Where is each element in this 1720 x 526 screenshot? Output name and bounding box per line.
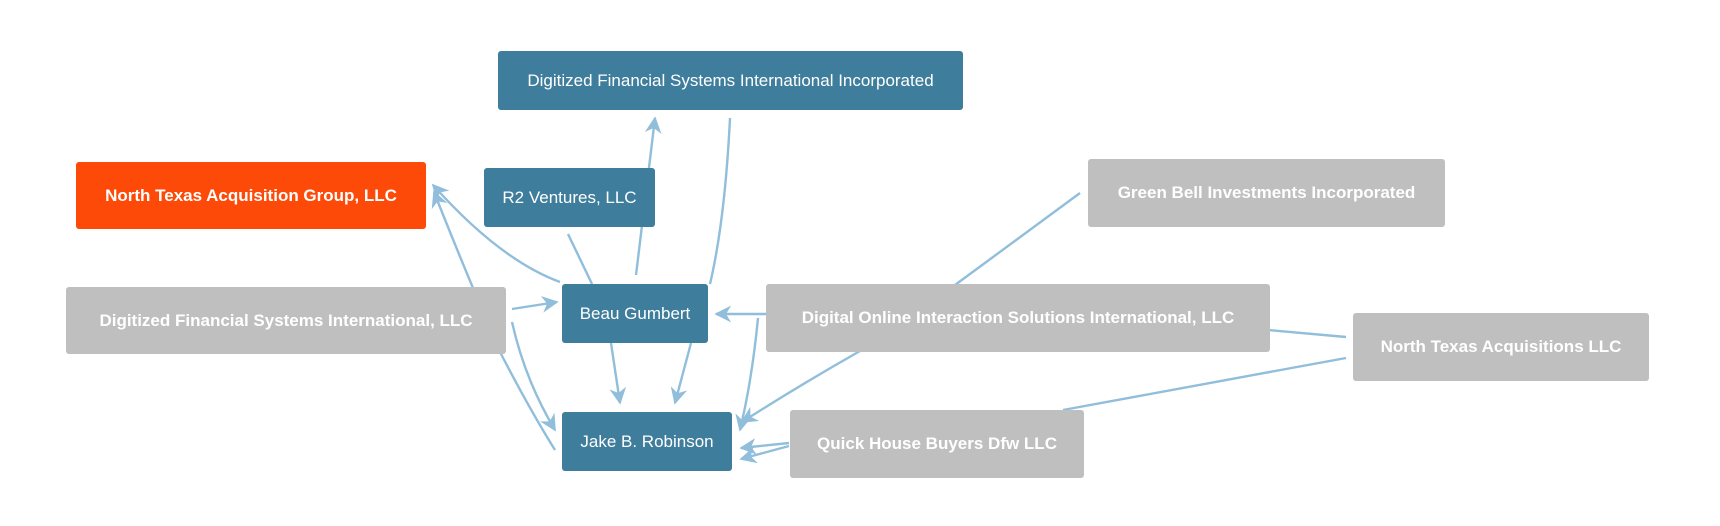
edge-r2-to-beau [566, 233, 594, 285]
edge-beau-to-north-texas-group [431, 183, 561, 284]
node-digital-online-interaction[interactable]: Digital Online Interaction Solutions Int… [766, 284, 1270, 352]
node-digitized-financial-llc[interactable]: Digitized Financial Systems Internationa… [66, 287, 506, 354]
edge-digitized-inc-to-beau [708, 117, 732, 285]
node-digitized-financial-incorporated[interactable]: Digitized Financial Systems Internationa… [498, 51, 963, 110]
edge-digitized-llc-to-jake-1 [510, 321, 557, 432]
node-jake-robinson[interactable]: Jake B. Robinson [562, 412, 732, 471]
edge-nta-to-digital-online [1267, 328, 1347, 339]
node-north-texas-acquisitions[interactable]: North Texas Acquisitions LLC [1353, 313, 1649, 381]
edge-beau-to-jake-1 [609, 342, 627, 405]
edge-digitized-llc-to-beau [511, 296, 559, 313]
node-north-texas-acquisition-group[interactable]: North Texas Acquisition Group, LLC [76, 162, 426, 229]
edge-beau-to-jake-2 [670, 342, 693, 405]
node-green-bell-investments[interactable]: Green Bell Investments Incorporated [1088, 159, 1445, 227]
edge-digital-online-to-jake-2 [740, 349, 861, 424]
edge-quick-house-to-jake-2 [739, 444, 790, 464]
node-r2-ventures[interactable]: R2 Ventures, LLC [484, 168, 655, 227]
edge-nta-to-quick-house [1062, 356, 1347, 412]
node-quick-house-buyers[interactable]: Quick House Buyers Dfw LLC [790, 410, 1084, 478]
edge-digitized-llc-to-north-texas-group [431, 190, 475, 289]
node-beau-gumbert[interactable]: Beau Gumbert [562, 284, 708, 343]
edge-digitized-llc-to-jake-2 [498, 351, 557, 451]
edge-green-bell-to-digital-online [954, 192, 1081, 286]
